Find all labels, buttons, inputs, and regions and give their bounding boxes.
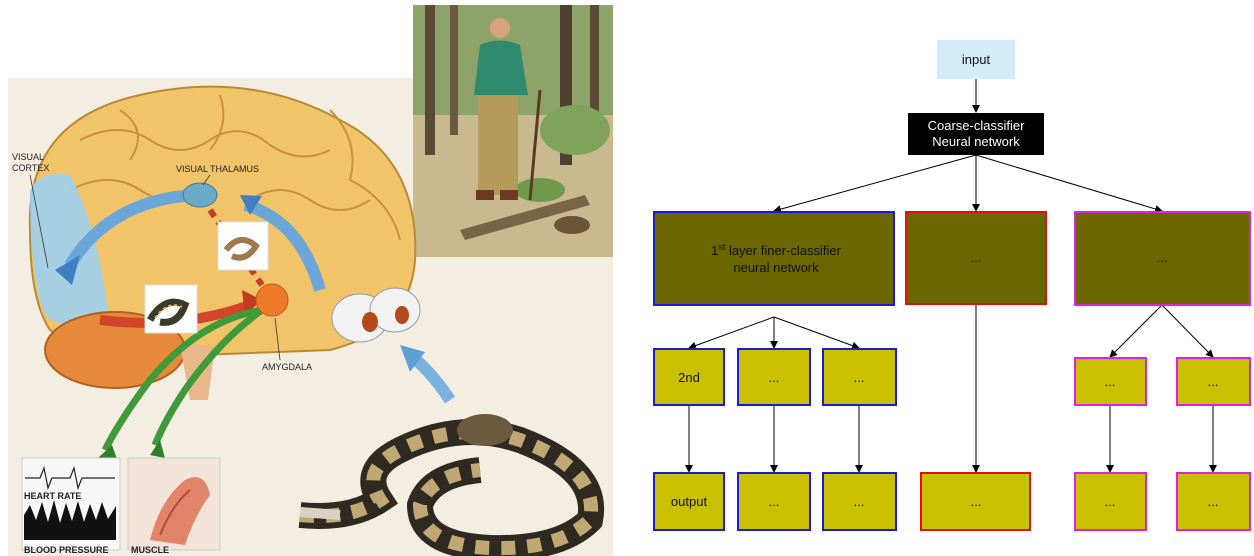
snake-thumbnail-cortex xyxy=(145,285,197,333)
red-output-node-label: ... xyxy=(971,494,982,509)
magenta-output-node-2-label: ... xyxy=(1208,494,1219,509)
first-layer-label-line2: neural network xyxy=(733,260,819,275)
output-node-2-label: ... xyxy=(769,494,780,509)
visual-thalamus-label: VISUAL THALAMUS xyxy=(176,164,259,174)
muscle-panel xyxy=(128,458,220,550)
first-layer-text: layer finer-classifier xyxy=(725,243,841,258)
output-node-3-label: ... xyxy=(854,494,865,509)
blood-pressure-label: BLOOD PRESSURE xyxy=(24,545,109,555)
snake-thumbnail-thalamus xyxy=(218,222,268,270)
magenta-output-node-1-label: ... xyxy=(1105,494,1116,509)
coarse-classifier-label-line1: Coarse-classifier xyxy=(928,118,1025,133)
fear-pathway-illustration: VISUAL CORTEX VISUAL THALAMUS AMYGDALA H… xyxy=(0,0,620,556)
red-branch-classifier-label: ... xyxy=(971,250,982,265)
amygdala-label: AMYGDALA xyxy=(262,362,312,372)
second-layer-node-2-label: ... xyxy=(769,370,780,385)
amygdala xyxy=(256,284,288,316)
coarse-classifier-label-line2: Neural network xyxy=(932,134,1020,149)
magenta-branch-classifier-label: ... xyxy=(1157,250,1168,265)
heart-rate-panel xyxy=(22,458,120,550)
magenta-second-layer-node-2-label: ... xyxy=(1208,374,1219,389)
input-node-label: input xyxy=(962,52,991,67)
first-layer-number: 1 xyxy=(711,243,718,258)
visual-cortex-label-line2: CORTEX xyxy=(12,163,49,173)
visual-cortex-label-line1: VISUAL xyxy=(12,152,44,162)
forest-scene xyxy=(413,5,613,257)
magenta-second-layer-node-1-label: ... xyxy=(1105,374,1116,389)
first-layer-label-line1: 1st layer finer-classifier xyxy=(711,242,842,258)
classifier-flowchart: input Coarse-classifier Neural network 1… xyxy=(630,0,1254,556)
second-layer-node-3-label: ... xyxy=(854,370,865,385)
output-node-label: output xyxy=(671,494,708,509)
first-layer-finer-classifier-node xyxy=(654,212,894,305)
muscle-label: MUSCLE xyxy=(131,545,169,555)
heart-rate-label: HEART RATE xyxy=(24,491,81,501)
second-layer-label: 2nd xyxy=(678,370,700,385)
visual-thalamus xyxy=(183,183,217,207)
